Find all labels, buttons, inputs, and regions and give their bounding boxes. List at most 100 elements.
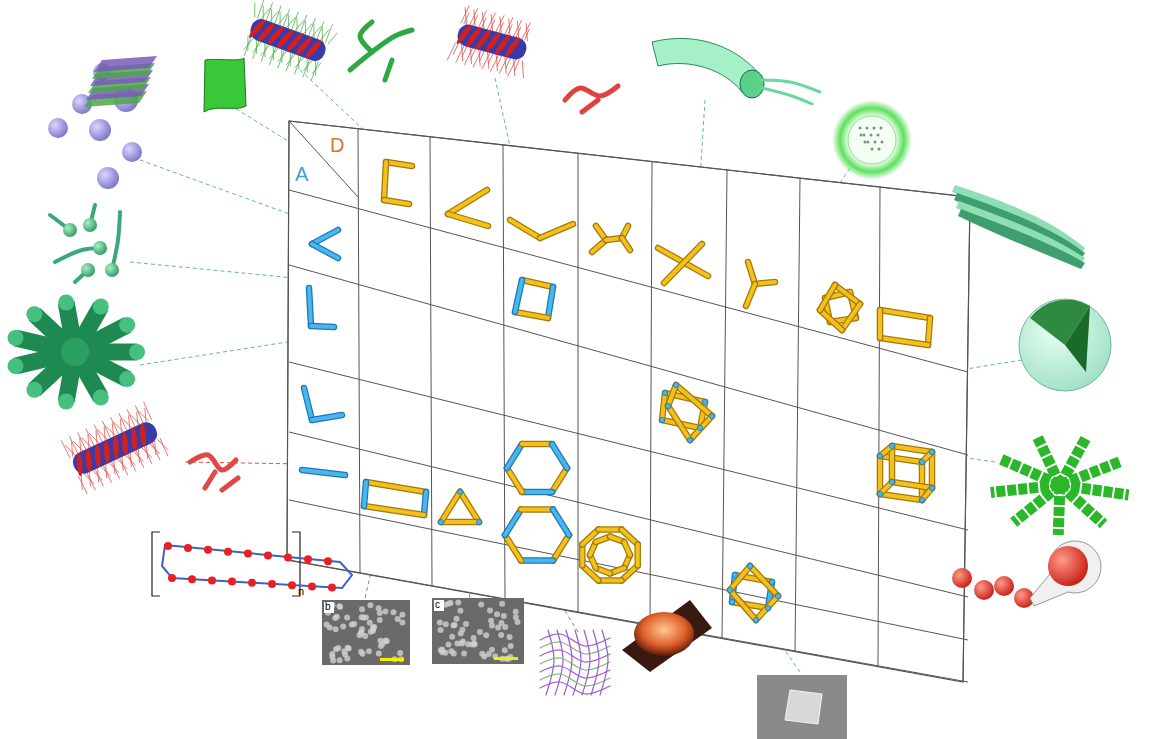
linker-bar (748, 262, 755, 284)
cargo-dot (878, 148, 881, 151)
helix-core (70, 419, 161, 477)
corona-chain (515, 59, 520, 71)
linker-bar (312, 244, 338, 258)
corona-chain (513, 21, 523, 39)
monomer-bead (168, 574, 176, 582)
linker-bar (309, 288, 311, 326)
monomer-bead (204, 546, 212, 554)
sem-grain (477, 629, 483, 635)
linker-bar (750, 566, 778, 596)
sem-grain (501, 613, 507, 619)
sem-grain (488, 618, 494, 624)
linker-bar (540, 224, 573, 238)
corona-chain (471, 47, 476, 59)
panel-letter: b (325, 602, 331, 612)
corona-chain (76, 475, 87, 490)
helix-stripe (103, 439, 110, 465)
polymer-backbone (162, 545, 352, 588)
vertex-dot (919, 459, 924, 464)
cargo-dot (874, 141, 877, 144)
sem-grain (502, 647, 508, 653)
sem-grain (333, 646, 339, 652)
sem-grain (443, 621, 449, 627)
sem-grain (334, 614, 340, 620)
corona-chain (259, 6, 268, 21)
vertex-dot (476, 520, 481, 525)
corona-chain (95, 468, 104, 486)
panel-tag (324, 602, 334, 613)
grid-line (963, 197, 970, 682)
corona-chain (479, 50, 484, 62)
linker-bar (522, 280, 553, 287)
corona-chain (518, 60, 528, 78)
sem-grain (341, 648, 347, 654)
linker-bar (928, 318, 930, 345)
corona-chain (522, 23, 532, 41)
linker-bar (522, 280, 553, 287)
axis-label: A (295, 164, 308, 184)
cargo-dot (863, 134, 866, 137)
sem-grain (336, 603, 342, 609)
linker-bar (448, 190, 487, 214)
vertex-dot (877, 491, 882, 496)
linker-bar (522, 441, 552, 448)
particle-sphere (48, 118, 68, 138)
linker-bar (662, 393, 665, 420)
sem-grain (445, 641, 451, 647)
worm-micelle (540, 666, 610, 678)
particle-sphere (952, 568, 972, 588)
linker-bar (756, 596, 778, 620)
worm-micelle (591, 630, 599, 695)
linker-bar (384, 162, 386, 200)
linker-bar (624, 542, 630, 555)
sem-image (432, 598, 524, 664)
vertex-dot (765, 605, 770, 610)
corona-chain (457, 44, 467, 61)
corona-chain (497, 55, 502, 67)
linker-bar (599, 528, 622, 532)
linker-bar (552, 468, 567, 492)
particle-sphere (994, 576, 1014, 596)
sem-grain (337, 604, 343, 610)
corona-chain (496, 16, 506, 34)
grid-line (650, 162, 652, 626)
linker-bar (312, 230, 338, 244)
grid-line (289, 190, 968, 372)
linker-bar (522, 490, 552, 494)
linker-bar (599, 577, 622, 584)
linker-bar (386, 162, 412, 166)
corona-chain (243, 36, 252, 51)
sem-grain (498, 632, 504, 638)
corona-chain (111, 461, 120, 479)
panel-letter: c (435, 600, 440, 610)
corona-chain (504, 19, 514, 37)
linker-bar (441, 520, 479, 524)
linker-bar (820, 285, 835, 310)
linker-bar (746, 284, 755, 306)
vertex-dot (929, 449, 934, 454)
corona-chain (508, 58, 517, 77)
building-blocks (302, 162, 935, 623)
rod-end (26, 382, 42, 398)
rod-end (8, 330, 24, 346)
rod-end (93, 299, 109, 315)
ribbon-arm (1060, 485, 1104, 524)
worm-micelle (360, 22, 372, 52)
sem-grain (330, 657, 336, 663)
lamellar-layer (94, 56, 157, 72)
fiber-end (740, 70, 764, 98)
linker-bar (312, 415, 342, 420)
worm-micelle (582, 100, 598, 112)
linker-bar (448, 190, 487, 214)
corona-chain (252, 40, 259, 59)
particle-sphere (122, 142, 142, 162)
linker-bar (842, 304, 860, 330)
particle-sphere (81, 263, 95, 277)
vertex-dot (769, 579, 774, 584)
worm-micelle (222, 478, 238, 490)
helix-core (248, 16, 329, 63)
helix-stripe (121, 430, 128, 456)
grid-line (358, 129, 360, 573)
glow-vesicle (832, 100, 912, 180)
monomer-bead (208, 576, 216, 584)
